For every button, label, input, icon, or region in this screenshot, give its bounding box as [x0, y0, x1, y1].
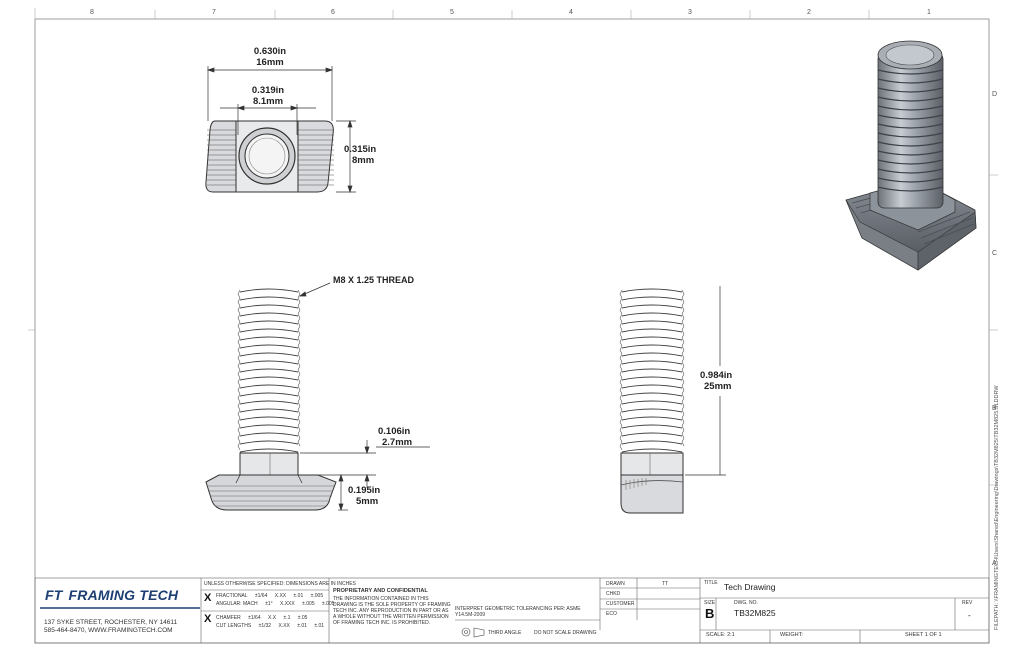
tol-c: ±.01 [293, 593, 304, 599]
drawn-value: TT [662, 581, 669, 587]
do-not-scale: DO NOT SCALE DRAWING [534, 630, 597, 636]
size-label: SIZE [704, 600, 716, 606]
tol-c: ±.01 [297, 623, 307, 629]
customer-label: CUSTOMER [606, 601, 635, 607]
tol-a: ±1° [265, 601, 273, 607]
dimension-length: 0.984in 25mm [700, 370, 732, 392]
dimension-value-mm: 5mm [356, 496, 379, 507]
proprietary-title: PROPRIETARY AND CONFIDENTIAL [333, 588, 428, 594]
side-view [619, 288, 685, 514]
eco-label: ECO [606, 611, 617, 617]
tol-a: ±1/64 [248, 615, 261, 621]
tol-c: ±.1 [283, 615, 291, 621]
dimension-value-in: 0.195in [348, 485, 381, 496]
zone-label: C [992, 250, 998, 257]
tol-c: ±.005 [302, 601, 315, 607]
tol-b: X.XXX [280, 601, 295, 607]
third-angle-symbol [461, 627, 485, 638]
size-value: B [705, 606, 715, 621]
third-angle-label: THIRD ANGLE [488, 630, 522, 636]
interpret-note: INTERPRET GEOMETRIC TOLERANCING PER: ASM… [455, 606, 581, 618]
side-view-dimension-lines [685, 286, 726, 476]
tol-label: CUT LENGTHS [216, 623, 252, 629]
file-path-text: FILEPATH: \\FRAMINGTECH\Users\Shared\Eng… [994, 385, 1000, 630]
sheet-text: SHEET 1 OF 1 [905, 632, 942, 638]
tol-d: ±.05 [297, 615, 308, 621]
drawn-label: DRAWN [606, 581, 625, 587]
dimension-overall-width: 0.630in 16mm [240, 46, 300, 68]
tolerance-row: CUT LENGTHS ±1/32 X.XX ±.01 ±.01 [216, 623, 324, 629]
rev-label: REV [962, 600, 973, 606]
dimension-value-in: 0.984in [700, 370, 733, 381]
proprietary-body: THE INFORMATION CONTAINED IN THIS DRAWIN… [333, 596, 451, 626]
zone-label: B [992, 405, 997, 412]
logo-letters: FT [45, 587, 63, 603]
tol-label: FRACTIONAL [216, 593, 248, 599]
company-logo: FT FRAMING TECH [45, 587, 178, 603]
title-block-lines [34, 577, 990, 644]
dimension-value-in: 0.630in [253, 46, 287, 57]
zone-label: 8 [90, 9, 94, 16]
tol-label: CHAMFER [216, 615, 241, 621]
tolerance-row: FRACTIONAL ±1/64 X.XX ±.01 ±.005 [216, 593, 323, 599]
dimension-value-mm: 8.1mm [252, 96, 284, 107]
zone-label: D [992, 91, 998, 98]
dimension-head: 0.195in 5mm [348, 485, 380, 507]
dimension-value-mm: 16mm [256, 57, 284, 68]
dimension-value-in: 0.106in [378, 426, 411, 437]
company-name: FRAMING TECH [68, 587, 179, 603]
tol-d: ±.01 [314, 623, 325, 629]
zone-label: 5 [450, 9, 454, 16]
company-address: 137 SYKE STREET, ROCHESTER, NY 14611 585… [44, 619, 177, 635]
address-line: 137 SYKE STREET, ROCHESTER, NY 14611 [44, 619, 178, 626]
dwg-no-value: TB32M825 [734, 608, 776, 618]
dimension-value-in: 0.319in [251, 85, 285, 96]
top-view [205, 120, 334, 193]
tol-a: ±1/32 [258, 623, 272, 629]
zone-label: A [992, 560, 997, 567]
tolerance-header: UNLESS OTHERWISE SPECIFIED: DIMENSIONS A… [204, 581, 356, 587]
tol-b: X.X [268, 615, 277, 621]
dimension-value-mm: 2.7mm [382, 437, 413, 448]
weight-text: WEIGHT: [780, 632, 803, 638]
tolerance-check: X [204, 592, 212, 604]
tol-b: X.XX [278, 623, 290, 629]
tol-b: X.XX [274, 593, 287, 599]
zone-label: 4 [569, 9, 573, 16]
address-line: 585-464-8470, WWW.FRAMINGTECH.COM [44, 627, 173, 634]
top-view-dimension-lines [206, 66, 356, 194]
drawing-title: Tech Drawing [724, 582, 776, 592]
zone-label: 2 [807, 9, 811, 16]
title-label: TITLE [704, 580, 718, 586]
thread-callout: M8 X 1.25 THREAD [333, 275, 415, 285]
zone-label: 6 [331, 9, 335, 16]
dimension-value-mm: 25mm [704, 381, 732, 392]
tolerance-check: X [204, 613, 212, 625]
checked-label: CHKD [606, 591, 621, 597]
tolerance-row: CHAMFER ±1/64 X.X ±.1 ±.05 [216, 615, 307, 621]
rev-value: - [968, 610, 971, 620]
tol-a: ±1/64 [254, 593, 268, 599]
scale-text: SCALE: 2:1 [706, 632, 735, 638]
dimension-height: 0.315in 8mm [344, 144, 376, 166]
tol-d: ±.005 [310, 593, 324, 599]
dimension-neck: 0.106in 2.7mm [378, 426, 412, 448]
zone-label: 3 [688, 9, 692, 16]
dwg-no-label: DWG. NO. [734, 600, 758, 606]
tolerance-row: ANGULAR: MACH ±1° X.XXX ±.005 ±.005 [216, 601, 334, 607]
dimension-value-in: 0.315in [344, 144, 377, 155]
zone-label: 1 [927, 9, 931, 16]
sheet-border [28, 8, 998, 644]
tol-d: ±.005 [322, 601, 335, 607]
dimension-bore-width: 0.319in 8.1mm [238, 85, 298, 107]
front-view-dimension-lines [299, 282, 430, 512]
tol-label: ANGULAR: MACH [216, 601, 258, 607]
front-view [205, 288, 337, 511]
zone-label: 7 [212, 9, 216, 16]
isometric-view [845, 40, 977, 271]
dimension-value-mm: 8mm [352, 155, 375, 166]
